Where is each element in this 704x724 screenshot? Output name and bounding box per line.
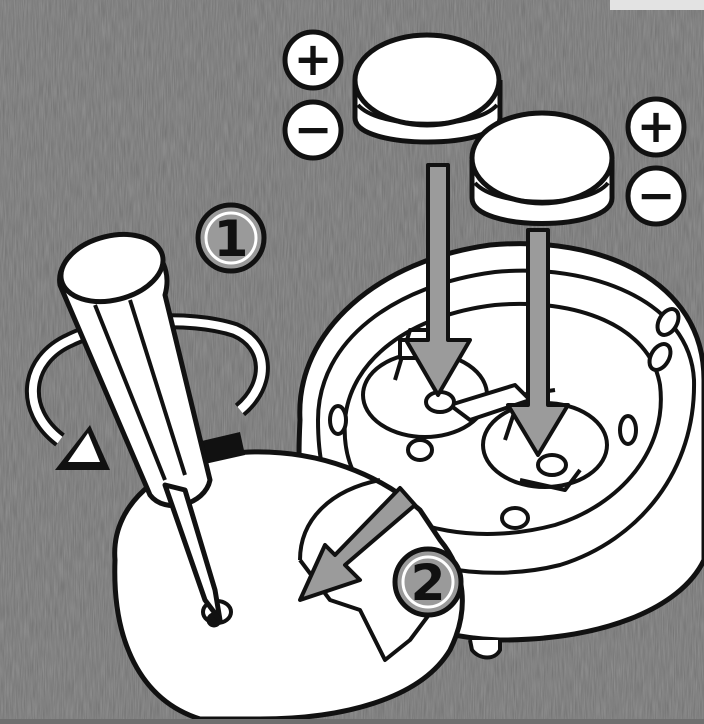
minus-icon: − [285, 102, 341, 158]
minus-icon: − [628, 168, 684, 224]
polarity-left-minus: − [294, 102, 333, 156]
polarity-right-plus: + [637, 99, 676, 153]
polarity-right-minus: − [637, 168, 676, 222]
step-2-badge: 2 [395, 549, 461, 615]
step-1-label: 1 [214, 210, 249, 268]
step-1-badge: 1 [198, 205, 264, 271]
plus-icon: + [628, 99, 684, 155]
step-2-label: 2 [411, 554, 446, 612]
polarity-left-plus: + [294, 32, 333, 86]
battery-icon [472, 113, 612, 224]
plus-icon: + [285, 32, 341, 88]
battery-icon [355, 35, 500, 142]
